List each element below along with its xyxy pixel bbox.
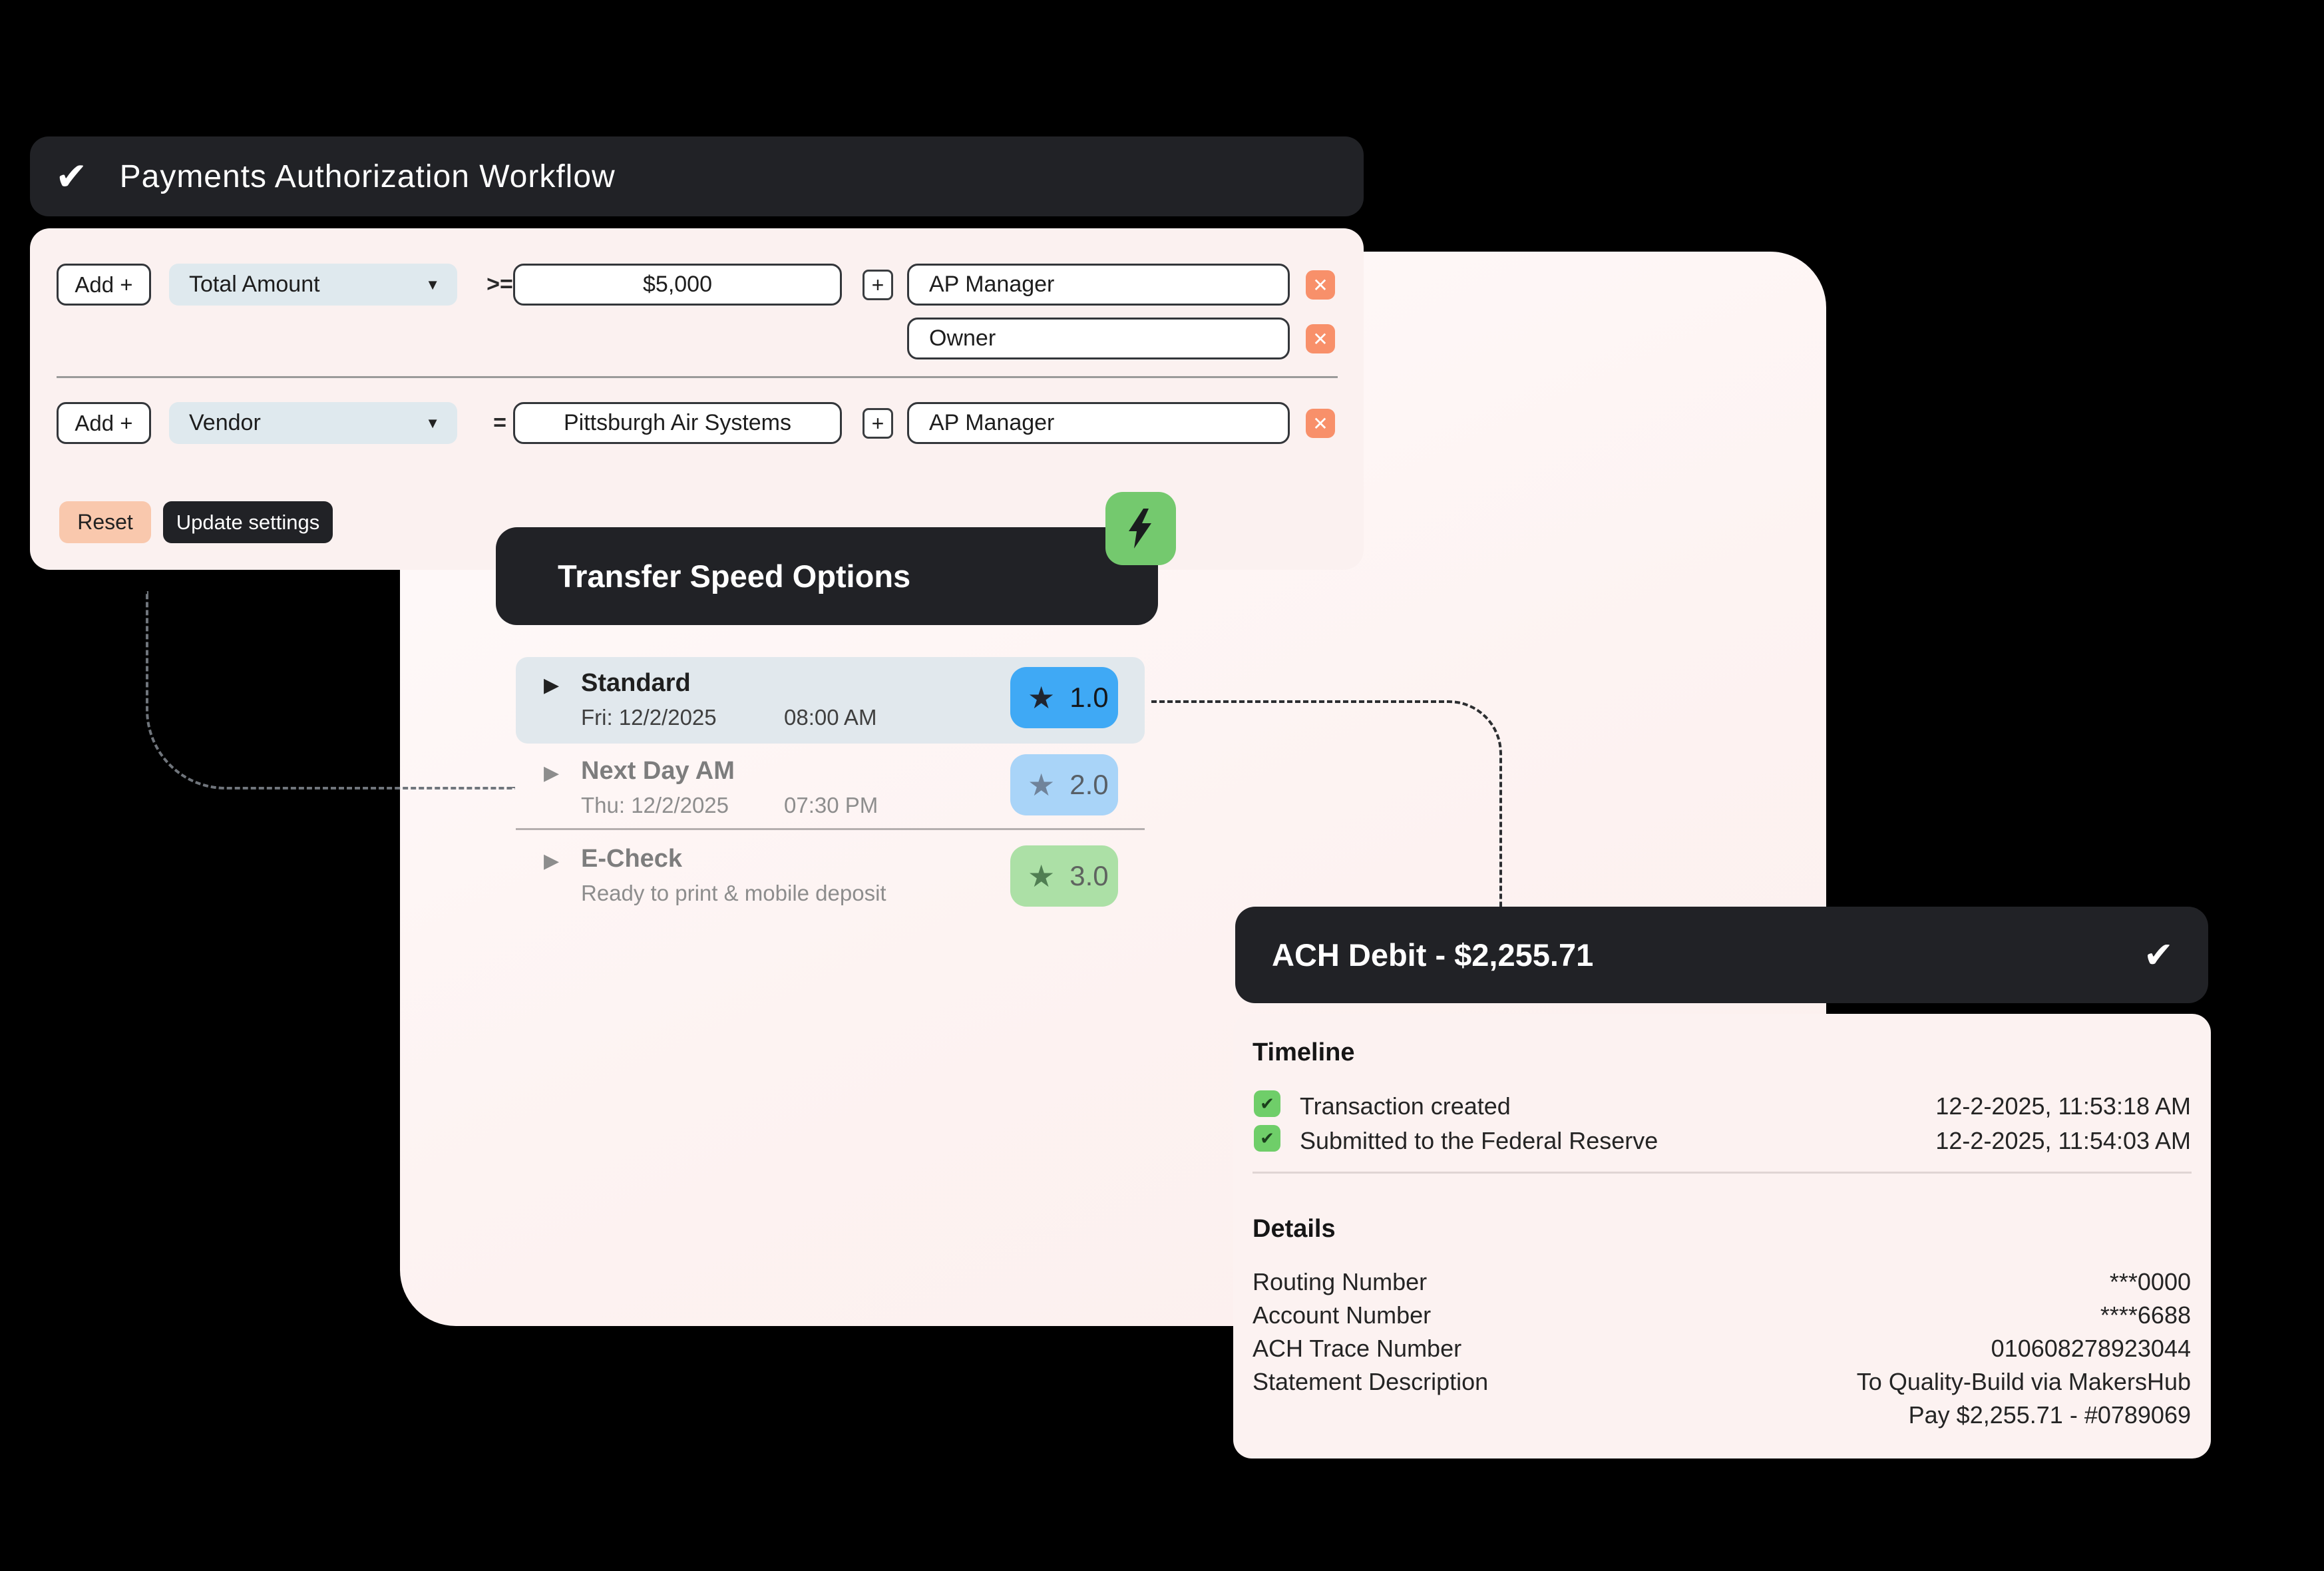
chevron-down-icon: ▼ [425,414,440,431]
play-icon[interactable]: ▶ [544,850,560,872]
transfer-option-echeck[interactable]: ▶ E-Check Ready to print & mobile deposi… [516,835,1145,919]
timeline-event-timestamp: 12-2-2025, 11:54:03 AM [1935,1127,2191,1154]
transfer-speed-title: Transfer Speed Options [558,559,911,594]
option-name: Next Day AM [581,757,735,785]
approver-input[interactable] [907,264,1290,306]
condition-value-input[interactable] [513,402,842,444]
detail-value: ****6688 [2100,1301,2191,1329]
field-dropdown[interactable]: Total Amount ▼ [169,264,457,306]
detail-label: Statement Description [1253,1368,1489,1395]
chevron-down-icon: ▼ [425,276,440,293]
field-dropdown[interactable]: Vendor ▼ [169,402,457,444]
checkbox-checked[interactable]: ✔ [1254,1090,1280,1117]
detail-value: ***0000 [2109,1268,2191,1295]
play-icon[interactable]: ▶ [544,674,560,696]
ach-debit-body: Timeline ✔ Transaction created 12-2-2025… [1233,1014,2211,1459]
add-rule-button[interactable]: Add + [57,264,151,306]
update-settings-button[interactable]: Update settings [163,501,333,543]
detail-value: 010608278923044 [1991,1335,2191,1362]
transfer-speed-header: Transfer Speed Options [496,527,1158,625]
check-icon: ✔ [55,155,88,198]
star-icon: ★ [1028,768,1056,802]
option-time: 07:30 PM [784,793,878,817]
score-value: 1.0 [1069,682,1109,713]
field-dropdown-value: Vendor [189,410,261,435]
star-icon: ★ [1028,859,1056,893]
timeline-event-label: Submitted to the Federal Reserve [1300,1127,1658,1154]
remove-approver-button[interactable]: ✕ [1306,270,1335,300]
score-badge: ★ 2.0 [1010,754,1118,815]
check-icon: ✔ [2143,935,2174,975]
score-badge: ★ 1.0 [1010,667,1118,728]
option-time: 08:00 AM [784,705,877,730]
transfer-option-standard[interactable]: ▶ Standard Fri: 12/2/2025 08:00 AM ★ 1.0 [516,657,1145,744]
score-badge: ★ 3.0 [1010,845,1118,907]
detail-value: To Quality-Build via MakersHub [1856,1368,2191,1395]
score-value: 2.0 [1069,769,1109,800]
workflow-rules-panel: Add + Total Amount ▼ >= + ✕ ✕ Add + Vend… [30,228,1364,570]
option-date: Fri: 12/2/2025 [581,705,717,730]
page-title: Payments Authorization Workflow [119,158,616,194]
add-rule-button[interactable]: Add + [57,402,151,444]
approver-input[interactable] [907,318,1290,359]
condition-value-input[interactable] [513,264,842,306]
approver-input[interactable] [907,402,1290,444]
lightning-bolt-icon [1105,492,1176,565]
operator-label: = [493,410,506,435]
field-dropdown-value: Total Amount [189,272,320,297]
timeline-event-label: Transaction created [1300,1092,1511,1120]
add-approver-button[interactable]: + [863,408,893,439]
detail-label: Routing Number [1253,1268,1428,1295]
connector-dashed-right [1151,700,1502,911]
operator-label: >= [486,272,513,297]
workflow-title-bar: ✔ Payments Authorization Workflow [30,136,1364,216]
timeline-section-title: Timeline [1253,1038,1355,1066]
star-icon: ★ [1028,680,1056,715]
detail-value: Pay $2,255.71 - #0789069 [1908,1401,2191,1429]
section-divider [1253,1172,2192,1174]
detail-label: ACH Trace Number [1253,1335,1462,1362]
remove-approver-button[interactable]: ✕ [1306,324,1335,353]
timeline-event-timestamp: 12-2-2025, 11:53:18 AM [1935,1092,2191,1120]
rule-divider [57,376,1338,378]
details-section-title: Details [1253,1215,1336,1243]
connector-dashed-left [146,591,515,789]
option-name: E-Check [581,845,683,873]
option-date: Thu: 12/2/2025 [581,793,729,817]
ach-debit-header: ACH Debit - $2,255.71 ✔ [1235,907,2208,1003]
option-description: Ready to print & mobile deposit [581,881,886,905]
play-icon[interactable]: ▶ [544,762,560,784]
remove-approver-button[interactable]: ✕ [1306,409,1335,438]
reset-button[interactable]: Reset [59,501,151,543]
score-value: 3.0 [1069,860,1109,891]
add-approver-button[interactable]: + [863,270,893,300]
option-name: Standard [581,669,691,697]
checkbox-checked[interactable]: ✔ [1254,1125,1280,1152]
transfer-option-next-day[interactable]: ▶ Next Day AM Thu: 12/2/2025 07:30 PM ★ … [516,749,1145,830]
ach-debit-title: ACH Debit - $2,255.71 [1272,937,1594,973]
bolt-glyph [1129,509,1151,549]
detail-label: Account Number [1253,1301,1432,1329]
